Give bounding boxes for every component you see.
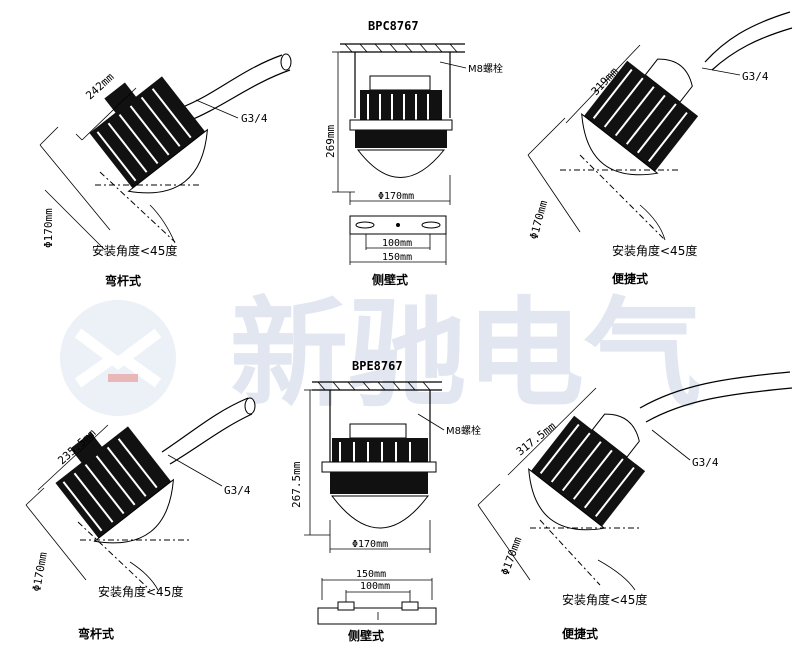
bottom-center-inner-width: 100mm <box>360 581 390 592</box>
top-left-angle-note: 安装角度<45度 <box>92 243 177 258</box>
bottom-left-caption: 弯杆式 <box>78 626 114 641</box>
bottom-center-outer-width: 150mm <box>356 569 386 580</box>
bottom-right-diameter-label: Φ170mm <box>499 535 525 577</box>
top-right-lamp <box>527 11 793 241</box>
top-center-lamp <box>332 43 467 265</box>
bottom-center-lamp <box>304 381 445 625</box>
bottom-left-lamp <box>25 397 256 591</box>
top-left-diameter-label: Φ170mm <box>42 208 55 248</box>
top-left-lamp <box>39 53 292 251</box>
bottom-center-bolt-label: M8螺栓 <box>446 424 481 437</box>
top-right-angle-note: 安装角度<45度 <box>612 243 697 258</box>
bottom-left-angle-note: 安装角度<45度 <box>98 584 183 599</box>
top-center-outer-width: 150mm <box>382 252 412 263</box>
bottom-right-caption: 便捷式 <box>562 626 598 641</box>
top-right-diameter-label: Φ170mm <box>527 199 550 241</box>
top-center-height-label: 269mm <box>324 125 337 158</box>
bottom-left-thread-label: G3/4 <box>224 484 251 497</box>
top-center-bolt-label: M8螺栓 <box>468 62 503 75</box>
top-right-caption: 便捷式 <box>612 271 648 286</box>
bottom-center-height-label: 267.5mm <box>290 461 303 508</box>
bottom-right-angle-note: 安装角度<45度 <box>562 592 647 607</box>
bottom-model-name: BPE8767 <box>352 359 403 373</box>
bottom-center-diameter-label: Φ170mm <box>352 539 388 550</box>
bottom-right-lamp <box>477 371 793 591</box>
top-model-name: BPC8767 <box>368 19 419 33</box>
top-center-diameter-label: Φ170mm <box>378 191 414 202</box>
watermark: 新驰电气 <box>60 285 702 423</box>
top-left-caption: 弯杆式 <box>105 273 141 288</box>
top-left-thread-label: G3/4 <box>241 112 268 125</box>
top-center-caption: 侧壁式 <box>372 272 408 287</box>
bottom-center-caption: 侧壁式 <box>348 628 384 643</box>
watermark-text: 新驰电气 <box>230 285 702 423</box>
bottom-left-diameter-label: Φ170mm <box>30 551 50 593</box>
top-right-thread-label: G3/4 <box>742 70 769 83</box>
bottom-right-thread-label: G3/4 <box>692 456 719 469</box>
watermark-logo <box>60 300 176 416</box>
top-center-inner-width: 100mm <box>382 238 412 249</box>
